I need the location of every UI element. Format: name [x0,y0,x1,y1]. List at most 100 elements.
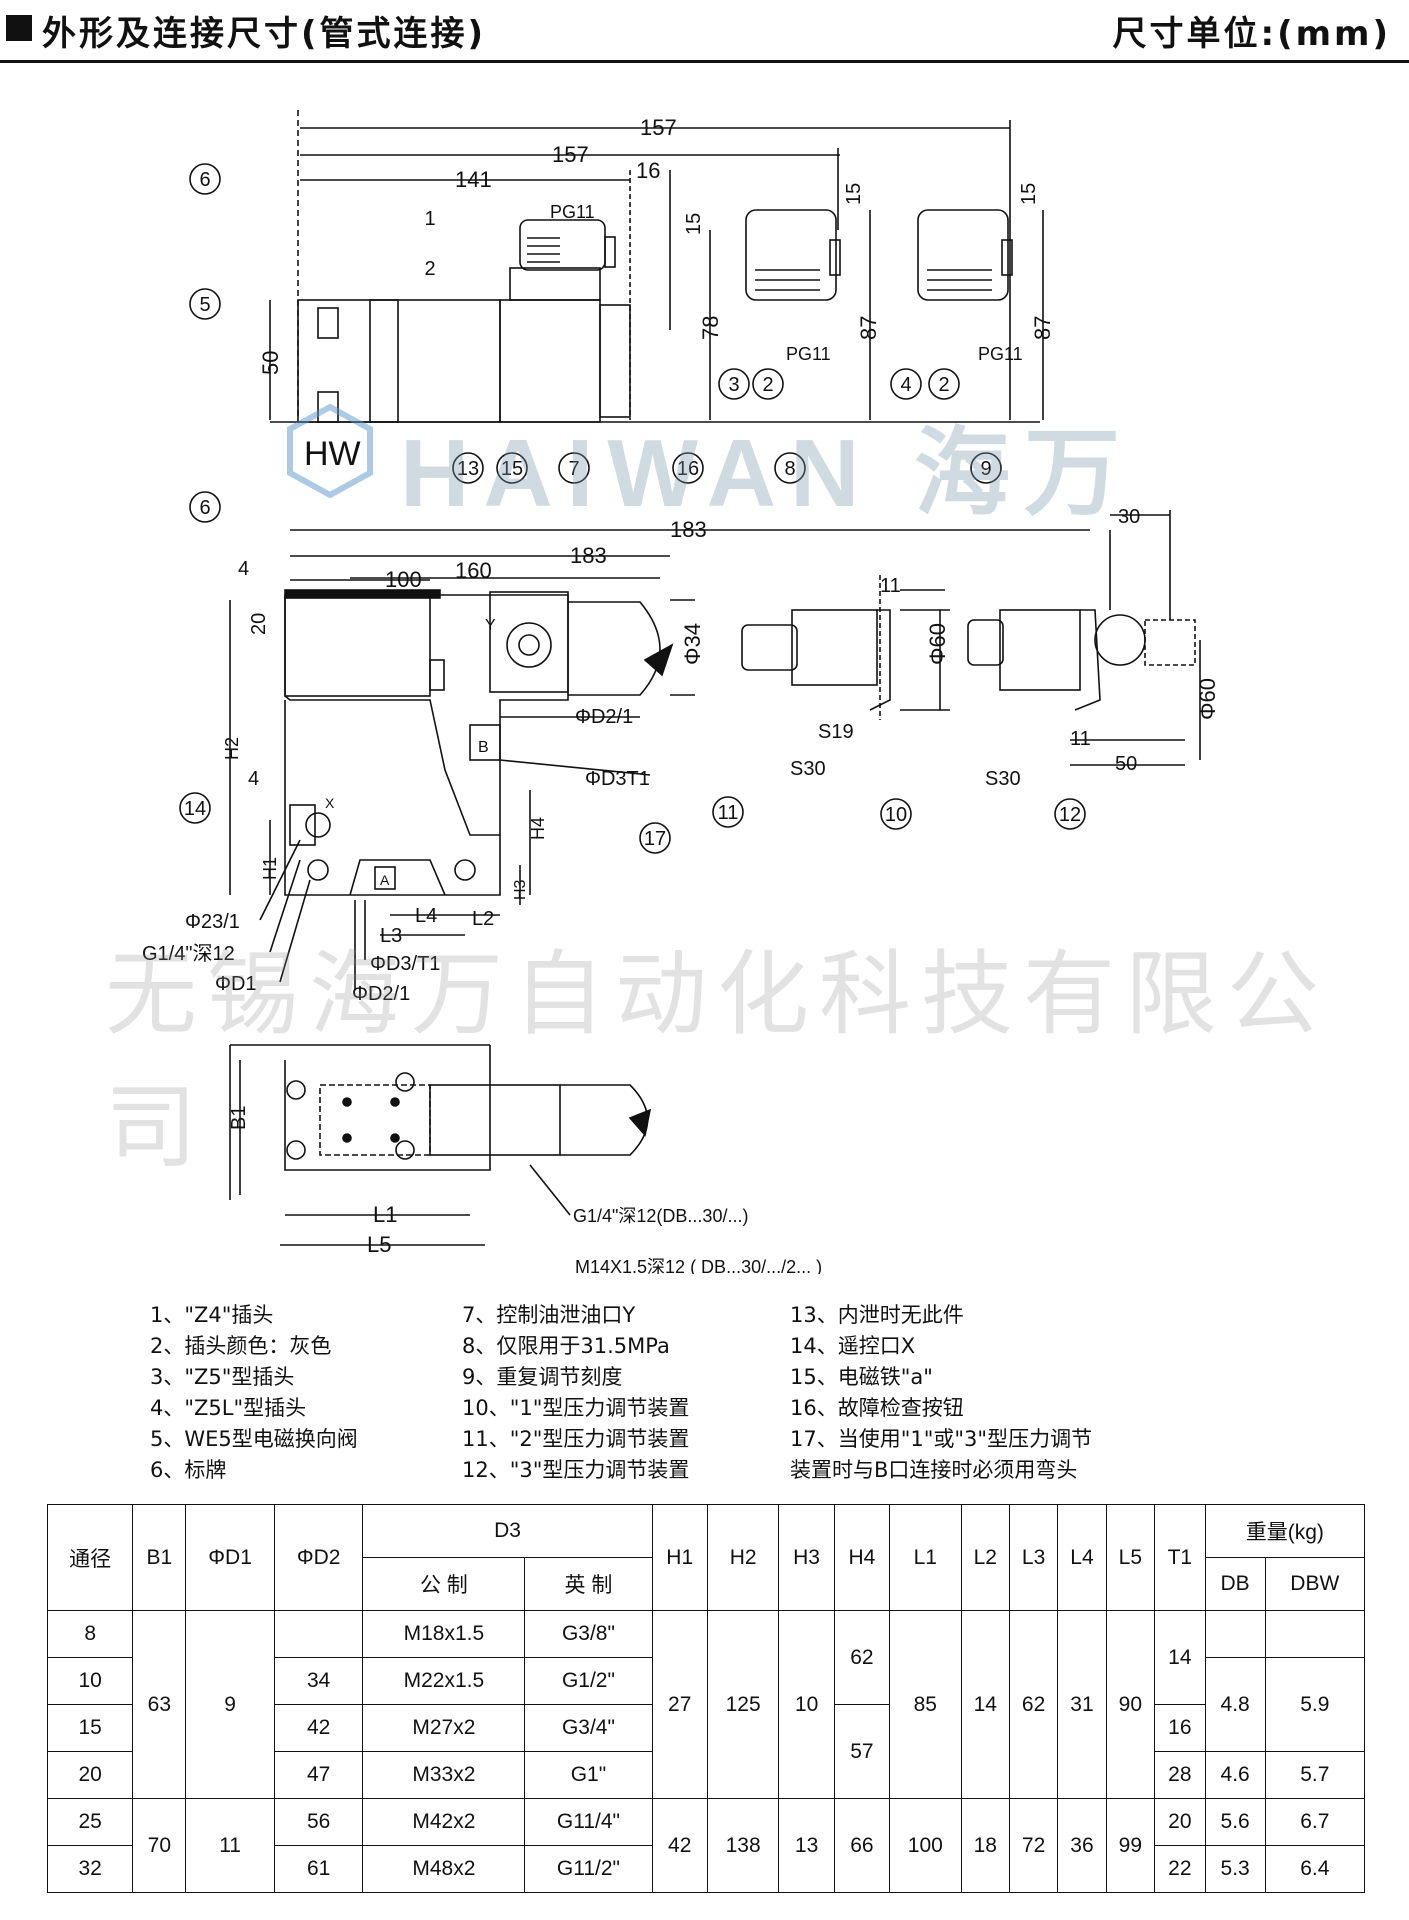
cell-l2: 18 [960,1798,1010,1893]
dim-l3: L3 [380,925,402,947]
th-h3: H3 [778,1504,835,1611]
callout-6: 6 [189,491,221,523]
th-t1: T1 [1154,1504,1206,1611]
dim-50-b: 50 [1115,753,1137,775]
dim-160: 160 [455,558,492,583]
top-dimensions: 157 157 141 16 15 15 15 78 87 87 50 [258,110,1055,420]
callout-label: 4 [900,374,911,396]
callout-11: 11 [712,796,744,828]
s30-label-b: S30 [985,768,1021,790]
dim-4-top: 4 [238,558,249,580]
cell-imperial: G1" [524,1751,653,1799]
dim-183-a: 183 [670,517,707,542]
cell-size: 10 [46,1657,134,1705]
callout-label: 14 [184,798,206,820]
th-h4: H4 [833,1504,891,1611]
cell-db [1204,1610,1266,1658]
callout-circle [189,163,221,195]
note-item: 15、电磁铁"a" [790,1365,933,1389]
dim-d1: ΦD1 [215,973,257,995]
watermark-logo-icon: HW [282,403,378,499]
dim-87-a: 87 [856,316,881,340]
port-b-label: B [478,739,489,756]
th-d2: ΦD2 [273,1504,364,1611]
callout-label: 15 [501,458,523,480]
dim-141: 141 [455,167,492,192]
dim-h1: H1 [260,857,280,880]
table-row: 32 61 M48x2 G11/2" 22 5.3 6.4 [46,1845,1366,1893]
cell-h4: 66 [833,1798,891,1893]
cell-l4: 36 [1057,1798,1107,1893]
dim-16: 16 [636,158,660,183]
note-item: 2、插头颜色：灰色 [150,1334,332,1358]
cell-imperial: G11/4" [524,1798,653,1846]
note-item: 装置时与B口连接时必须用弯头 [790,1458,1078,1482]
table-row: 8 63 9 M18x1.5 G3/8" 27 125 10 62 85 14 … [46,1610,1366,1799]
note-item: 7、控制油泄油口Y [462,1303,636,1327]
callout-label: 8 [784,458,795,480]
cell-imperial: G3/8" [524,1610,653,1658]
cell-db: 5.3 [1204,1845,1266,1893]
callout-circle [774,452,806,484]
callout-circle [496,452,528,484]
callout-circle [928,368,960,400]
th-d1: ΦD1 [185,1504,275,1611]
dim-g14: G1/4"深12 [142,942,235,965]
callout-1: 1 [424,208,435,230]
note-g14-depth: G1/4"深12(DB...30/...) [573,1206,748,1226]
note-m14-depth: M14X1.5深12 ( DB...30/.../2... ) [575,1257,822,1274]
note-item: 14、遥控口X [790,1334,916,1358]
dim-20: 20 [248,613,270,635]
callout-6: 6 [189,163,221,195]
dim-15-c: 15 [1018,183,1040,205]
th-h1: H1 [651,1504,708,1611]
callout-2: 2 [424,258,435,280]
note-item: 4、"Z5L"型插头 [150,1396,307,1420]
cell-d1: 9 [185,1610,275,1799]
callout-2: 2 [752,368,784,400]
cell-d2: 47 [273,1751,364,1799]
cell-b1: 63 [132,1610,187,1799]
note-item: 8、仅限用于31.5MPa [462,1334,670,1358]
cell-h2: 138 [706,1798,780,1893]
cell-imperial: G1/2" [524,1657,653,1705]
note-item: 16、故障检查按钮 [790,1396,964,1420]
page-header: 外形及连接尺寸(管式连接) 尺寸单位:(mm) [0,0,1409,63]
cell-metric: M18x1.5 [362,1610,526,1658]
cell-l4: 31 [1057,1610,1107,1799]
callout-2: 2 [928,368,960,400]
callout-circle [189,288,221,320]
cell-l5: 90 [1105,1610,1156,1799]
dim-11-a: 11 [880,575,901,597]
cell-d2: 56 [273,1798,364,1846]
pg11-label-3: PG11 [978,344,1023,364]
cell-d2 [273,1610,364,1658]
note-item: 5、WE5型电磁换向阀 [150,1427,358,1451]
top-valve-body: PG11 PG11 PG11 [270,202,1040,423]
dim-78: 78 [698,316,723,340]
watermark-brand: HAIWAN 海万 [400,420,1134,527]
callout-circle [672,452,704,484]
dim-4-side: 4 [248,768,259,790]
callout-8: 8 [774,452,806,484]
dim-15-a: 15 [683,213,705,235]
cell-b1: 70 [132,1798,187,1893]
notes-col-2: 7、控制油泄油口Y 8、仅限用于31.5MPa 9、重复调节刻度 10、"1"型… [462,1300,689,1486]
cell-dbw: 6.4 [1264,1845,1366,1893]
pg11-label-2: PG11 [786,344,831,364]
callout-13: 13 [452,452,484,484]
cell-l3: 72 [1008,1798,1059,1893]
table-row: 10 34 M22x1.5 G1/2" 4.8 5.9 [46,1657,1366,1752]
dim-l5: L5 [367,1232,391,1257]
section-title: 外形及连接尺寸(管式连接) [42,14,487,54]
technical-drawing: 157 157 141 16 15 15 15 78 87 87 50 P [142,110,1220,1274]
dim-phi23-1: Φ23/1 [185,911,240,933]
dim-h3: H3 [512,879,529,900]
callout-label: 9 [980,458,991,480]
th-db: DB [1204,1557,1266,1611]
notes-col-1: 1、"Z4"插头 2、插头颜色：灰色 3、"Z5"型插头 4、"Z5L"型插头 … [150,1300,358,1486]
note-item: 13、内泄时无此件 [790,1303,964,1327]
table-row: 15 42 M27x2 G3/4" 57 16 [46,1704,1365,1799]
cell-size: 25 [46,1798,134,1846]
